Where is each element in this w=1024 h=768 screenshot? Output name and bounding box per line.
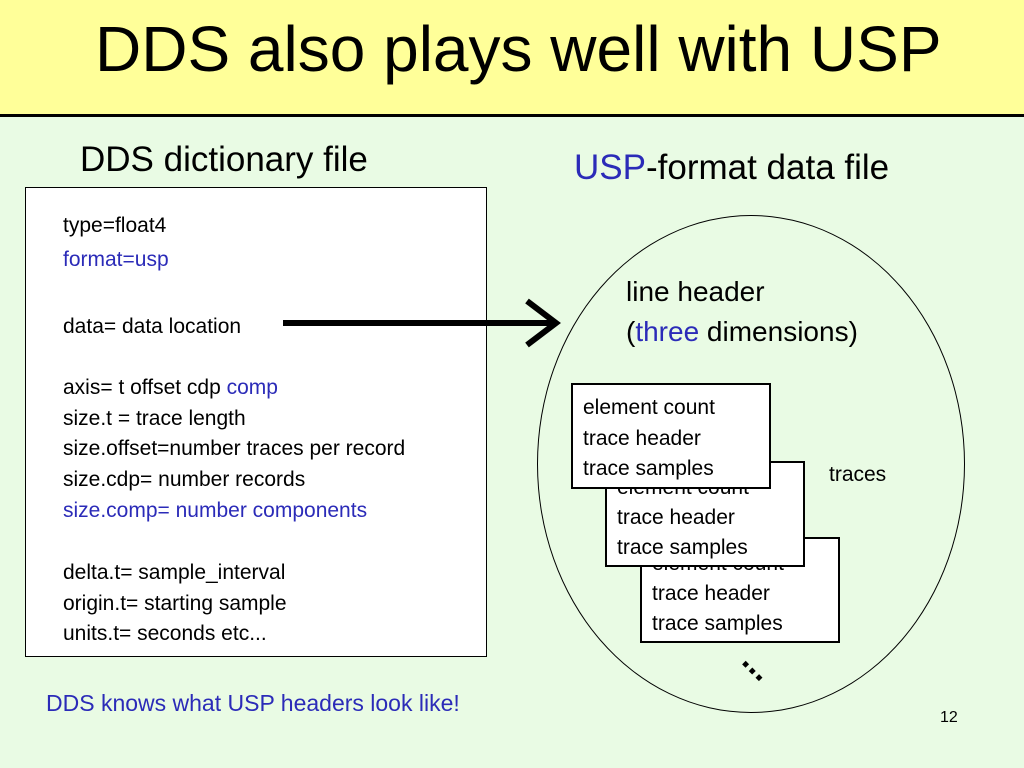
dict-line-axis: axis= t offset cdp comp bbox=[63, 376, 278, 400]
arrow-head bbox=[525, 298, 561, 348]
trace-box-trace-samples: trace samples bbox=[652, 612, 783, 635]
dict-line-size-offset: size.offset=number traces per record bbox=[63, 437, 406, 460]
trace-box-trace-header: trace header bbox=[617, 506, 735, 529]
usp-heading-highlight: USP bbox=[574, 148, 646, 187]
trace-box-1: element count trace header trace samples bbox=[571, 383, 771, 489]
traces-label: traces bbox=[829, 463, 887, 486]
line-header-dimensions: (three dimensions) bbox=[626, 316, 858, 348]
trace-box-trace-header: trace header bbox=[583, 427, 701, 450]
dict-line-size-comp: size.comp= number components bbox=[63, 499, 368, 522]
dict-line-format: format=usp bbox=[63, 248, 169, 271]
dict-line-type: type=float4 bbox=[63, 214, 167, 237]
dict-line-units: units.t= seconds etc... bbox=[63, 622, 267, 645]
ellipsis-marker: ... bbox=[735, 642, 782, 689]
line-header-three: three bbox=[635, 316, 700, 347]
dict-line-size-cdp: size.cdp= number records bbox=[63, 468, 306, 491]
arrow-to-line-header bbox=[283, 298, 561, 348]
line-header-label: line header bbox=[626, 276, 765, 307]
dict-line-delta: delta.t= sample_interval bbox=[63, 561, 286, 584]
title-band: DDS also plays well with USP bbox=[0, 0, 1024, 117]
dict-line-size-t: size.t = trace length bbox=[63, 407, 246, 430]
dict-line-data: data= data location bbox=[63, 315, 242, 338]
trace-box-trace-samples: trace samples bbox=[617, 536, 748, 559]
trace-box-element-count: element count bbox=[583, 396, 715, 419]
slide-title: DDS also plays well with USP bbox=[95, 13, 942, 85]
usp-heading-rest: -format data file bbox=[645, 148, 890, 187]
usp-heading: USP-format data file bbox=[574, 148, 889, 188]
dictionary-box: type=float4 format=usp data= data locati… bbox=[25, 187, 487, 657]
dict-line-axis-comp: comp bbox=[226, 376, 278, 399]
dict-line-axis-text: axis= t offset cdp bbox=[63, 376, 227, 399]
trace-box-trace-samples: trace samples bbox=[583, 457, 714, 480]
line-header-paren: ( bbox=[626, 316, 636, 347]
line-header-rest: dimensions) bbox=[699, 316, 858, 347]
footer-note: DDS knows what USP headers look like! bbox=[46, 690, 460, 716]
dict-line-origin: origin.t= starting sample bbox=[63, 592, 287, 615]
trace-box-trace-header: trace header bbox=[652, 582, 770, 605]
page-number: 12 bbox=[940, 709, 958, 726]
dictionary-heading: DDS dictionary file bbox=[80, 140, 368, 179]
